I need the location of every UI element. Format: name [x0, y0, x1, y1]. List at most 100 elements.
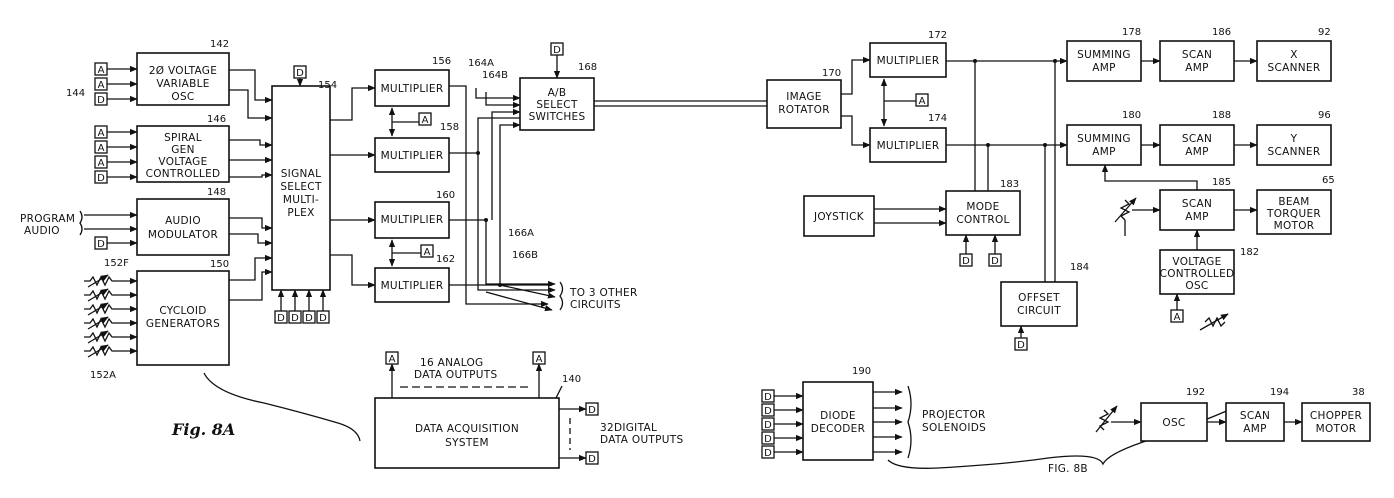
multiplier-160-block: MULTIPLIER — [374, 201, 450, 239]
diode-decoder-block: DIODE DECODER — [802, 381, 874, 461]
svg-text:DATA OUTPUTS: DATA OUTPUTS — [414, 369, 497, 381]
ref-166a: 166A — [508, 228, 534, 239]
data-acquisition-block: DATA ACQUISITION SYSTEM — [374, 397, 560, 469]
ref-152a: 152A — [90, 370, 116, 381]
potentiometer-wiper — [87, 302, 109, 316]
multiplier-162-block: MULTIPLIER — [374, 267, 450, 303]
svg-text:A: A — [98, 143, 105, 154]
ref-170: 170 — [822, 68, 841, 79]
svg-text:A: A — [422, 115, 429, 126]
svg-text:MULTI-: MULTI- — [283, 194, 319, 206]
multiplier-158-block: MULTIPLIER — [374, 137, 450, 173]
multiplier-156-block: MULTIPLIER — [374, 69, 450, 107]
ref-180: 180 — [1122, 110, 1141, 121]
cycloid-to-das-bracket — [203, 372, 361, 442]
svg-text:GEN: GEN — [171, 144, 195, 156]
svg-text:AMP: AMP — [1092, 62, 1115, 74]
ab-select-switches-block: A/B SELECT SWITCHES — [519, 77, 595, 131]
potentiometer-wiper — [87, 344, 109, 358]
x-scanner-block: X SCANNER — [1256, 40, 1332, 82]
svg-text:SWITCHES: SWITCHES — [529, 111, 586, 123]
ref-156: 156 — [432, 56, 451, 67]
ref-158: 158 — [440, 122, 459, 133]
signal-select-multiplex-block: SIGNAL SELECT MULTI- PLEX — [271, 85, 331, 291]
svg-text:DATA OUTPUTS: DATA OUTPUTS — [600, 434, 683, 446]
ref-183: 183 — [1000, 179, 1019, 190]
potentiometer-wiper — [87, 288, 109, 302]
svg-text:AMP: AMP — [1092, 146, 1115, 158]
svg-text:SELECT: SELECT — [536, 99, 578, 111]
svg-text:AUDIO: AUDIO — [165, 215, 201, 227]
ref-38: 38 — [1352, 387, 1365, 398]
multiplier-174-block: MULTIPLIER — [869, 127, 947, 163]
svg-text:D: D — [305, 313, 313, 324]
svg-text:A: A — [98, 65, 105, 76]
osc-192-block: OSC — [1140, 402, 1208, 442]
pot-185 — [1114, 197, 1137, 236]
chopper-chain-links — [1095, 405, 1303, 433]
voltage-variable-osc-block: 2Ø VOLTAGE VARIABLE OSC — [136, 52, 230, 106]
joystick-block: JOYSTICK — [803, 195, 875, 237]
svg-text:MULTIPLIER: MULTIPLIER — [381, 280, 444, 292]
decoder-inputs: D D D D D — [761, 389, 804, 459]
svg-text:D: D — [764, 392, 772, 403]
digital-output-terminals: D D — [559, 402, 599, 465]
offset-circuit-block: OFFSET CIRCUIT — [1000, 281, 1078, 327]
svg-text:OSC: OSC — [1185, 280, 1208, 292]
svg-text:A: A — [919, 96, 926, 107]
audio-modulator-block: AUDIO MODULATOR — [136, 198, 230, 256]
svg-text:D: D — [291, 313, 299, 324]
svg-text:SCAN: SCAN — [1240, 410, 1270, 422]
svg-text:A: A — [424, 247, 431, 258]
svg-text:X: X — [1290, 49, 1298, 61]
x-y-chain-links — [946, 57, 1258, 282]
potentiometer-wiper — [87, 316, 109, 330]
ref-162: 162 — [436, 254, 455, 265]
svg-text:D: D — [97, 173, 105, 184]
svg-text:AUDIO: AUDIO — [24, 225, 60, 237]
svg-text:AMP: AMP — [1185, 62, 1208, 74]
svg-text:SPIRAL: SPIRAL — [164, 132, 202, 144]
rotator-to-multipliers: A — [841, 56, 929, 149]
svg-text:CONTROLLED: CONTROLLED — [146, 168, 221, 180]
svg-text:IMAGE: IMAGE — [786, 91, 821, 103]
svg-text:SCANNER: SCANNER — [1268, 62, 1321, 74]
svg-text:TORQUER: TORQUER — [1266, 208, 1321, 220]
svg-text:SCAN: SCAN — [1182, 133, 1212, 145]
scan-amp-185-links: A — [1101, 164, 1258, 323]
svg-text:MOTOR: MOTOR — [1274, 220, 1315, 232]
svg-text:SYSTEM: SYSTEM — [445, 437, 489, 449]
svg-text:AMP: AMP — [1185, 211, 1208, 223]
scan-amp-185-block: SCAN AMP — [1159, 189, 1235, 231]
svg-text:A/B: A/B — [548, 87, 567, 99]
svg-text:ROTATOR: ROTATOR — [778, 104, 830, 116]
svg-text:CONTROL: CONTROL — [956, 214, 1009, 226]
projector-solenoids-label: PROJECTOR — [922, 409, 986, 421]
svg-text:SCAN: SCAN — [1182, 49, 1212, 61]
svg-text:D: D — [764, 434, 772, 445]
svg-text:D: D — [764, 420, 772, 431]
svg-text:MULTIPLIER: MULTIPLIER — [381, 83, 444, 95]
svg-text:CIRCUIT: CIRCUIT — [1017, 305, 1061, 317]
beam-torquer-block: BEAM TORQUER MOTOR — [1256, 189, 1332, 235]
potentiometer-wiper — [87, 274, 109, 288]
ref-160: 160 — [436, 190, 455, 201]
ref-146: 146 — [207, 114, 226, 125]
svg-text:D: D — [588, 454, 596, 465]
svg-text:PLEX: PLEX — [287, 207, 314, 219]
svg-text:CONTROLLED: CONTROLLED — [1160, 268, 1235, 280]
ref-186: 186 — [1212, 27, 1231, 38]
fig-8a-caption: Fig. 8A — [171, 420, 235, 439]
ref-192: 192 — [1186, 387, 1205, 398]
svg-text:D: D — [588, 405, 596, 416]
analog-outputs-label: 16 ANALOG — [420, 357, 484, 369]
svg-text:SCANNER: SCANNER — [1268, 146, 1321, 158]
svg-text:A: A — [98, 158, 105, 169]
svg-text:CYCLOID: CYCLOID — [159, 305, 206, 317]
vco-block: VOLTAGE CONTROLLED OSC — [1159, 249, 1235, 295]
image-rotator-block: IMAGE ROTATOR — [766, 79, 842, 129]
ref-140: 140 — [562, 374, 581, 385]
svg-text:OSC: OSC — [1162, 417, 1185, 429]
multiplier-172-block: MULTIPLIER — [869, 42, 947, 78]
mode-control-block: MODE CONTROL — [945, 190, 1021, 236]
